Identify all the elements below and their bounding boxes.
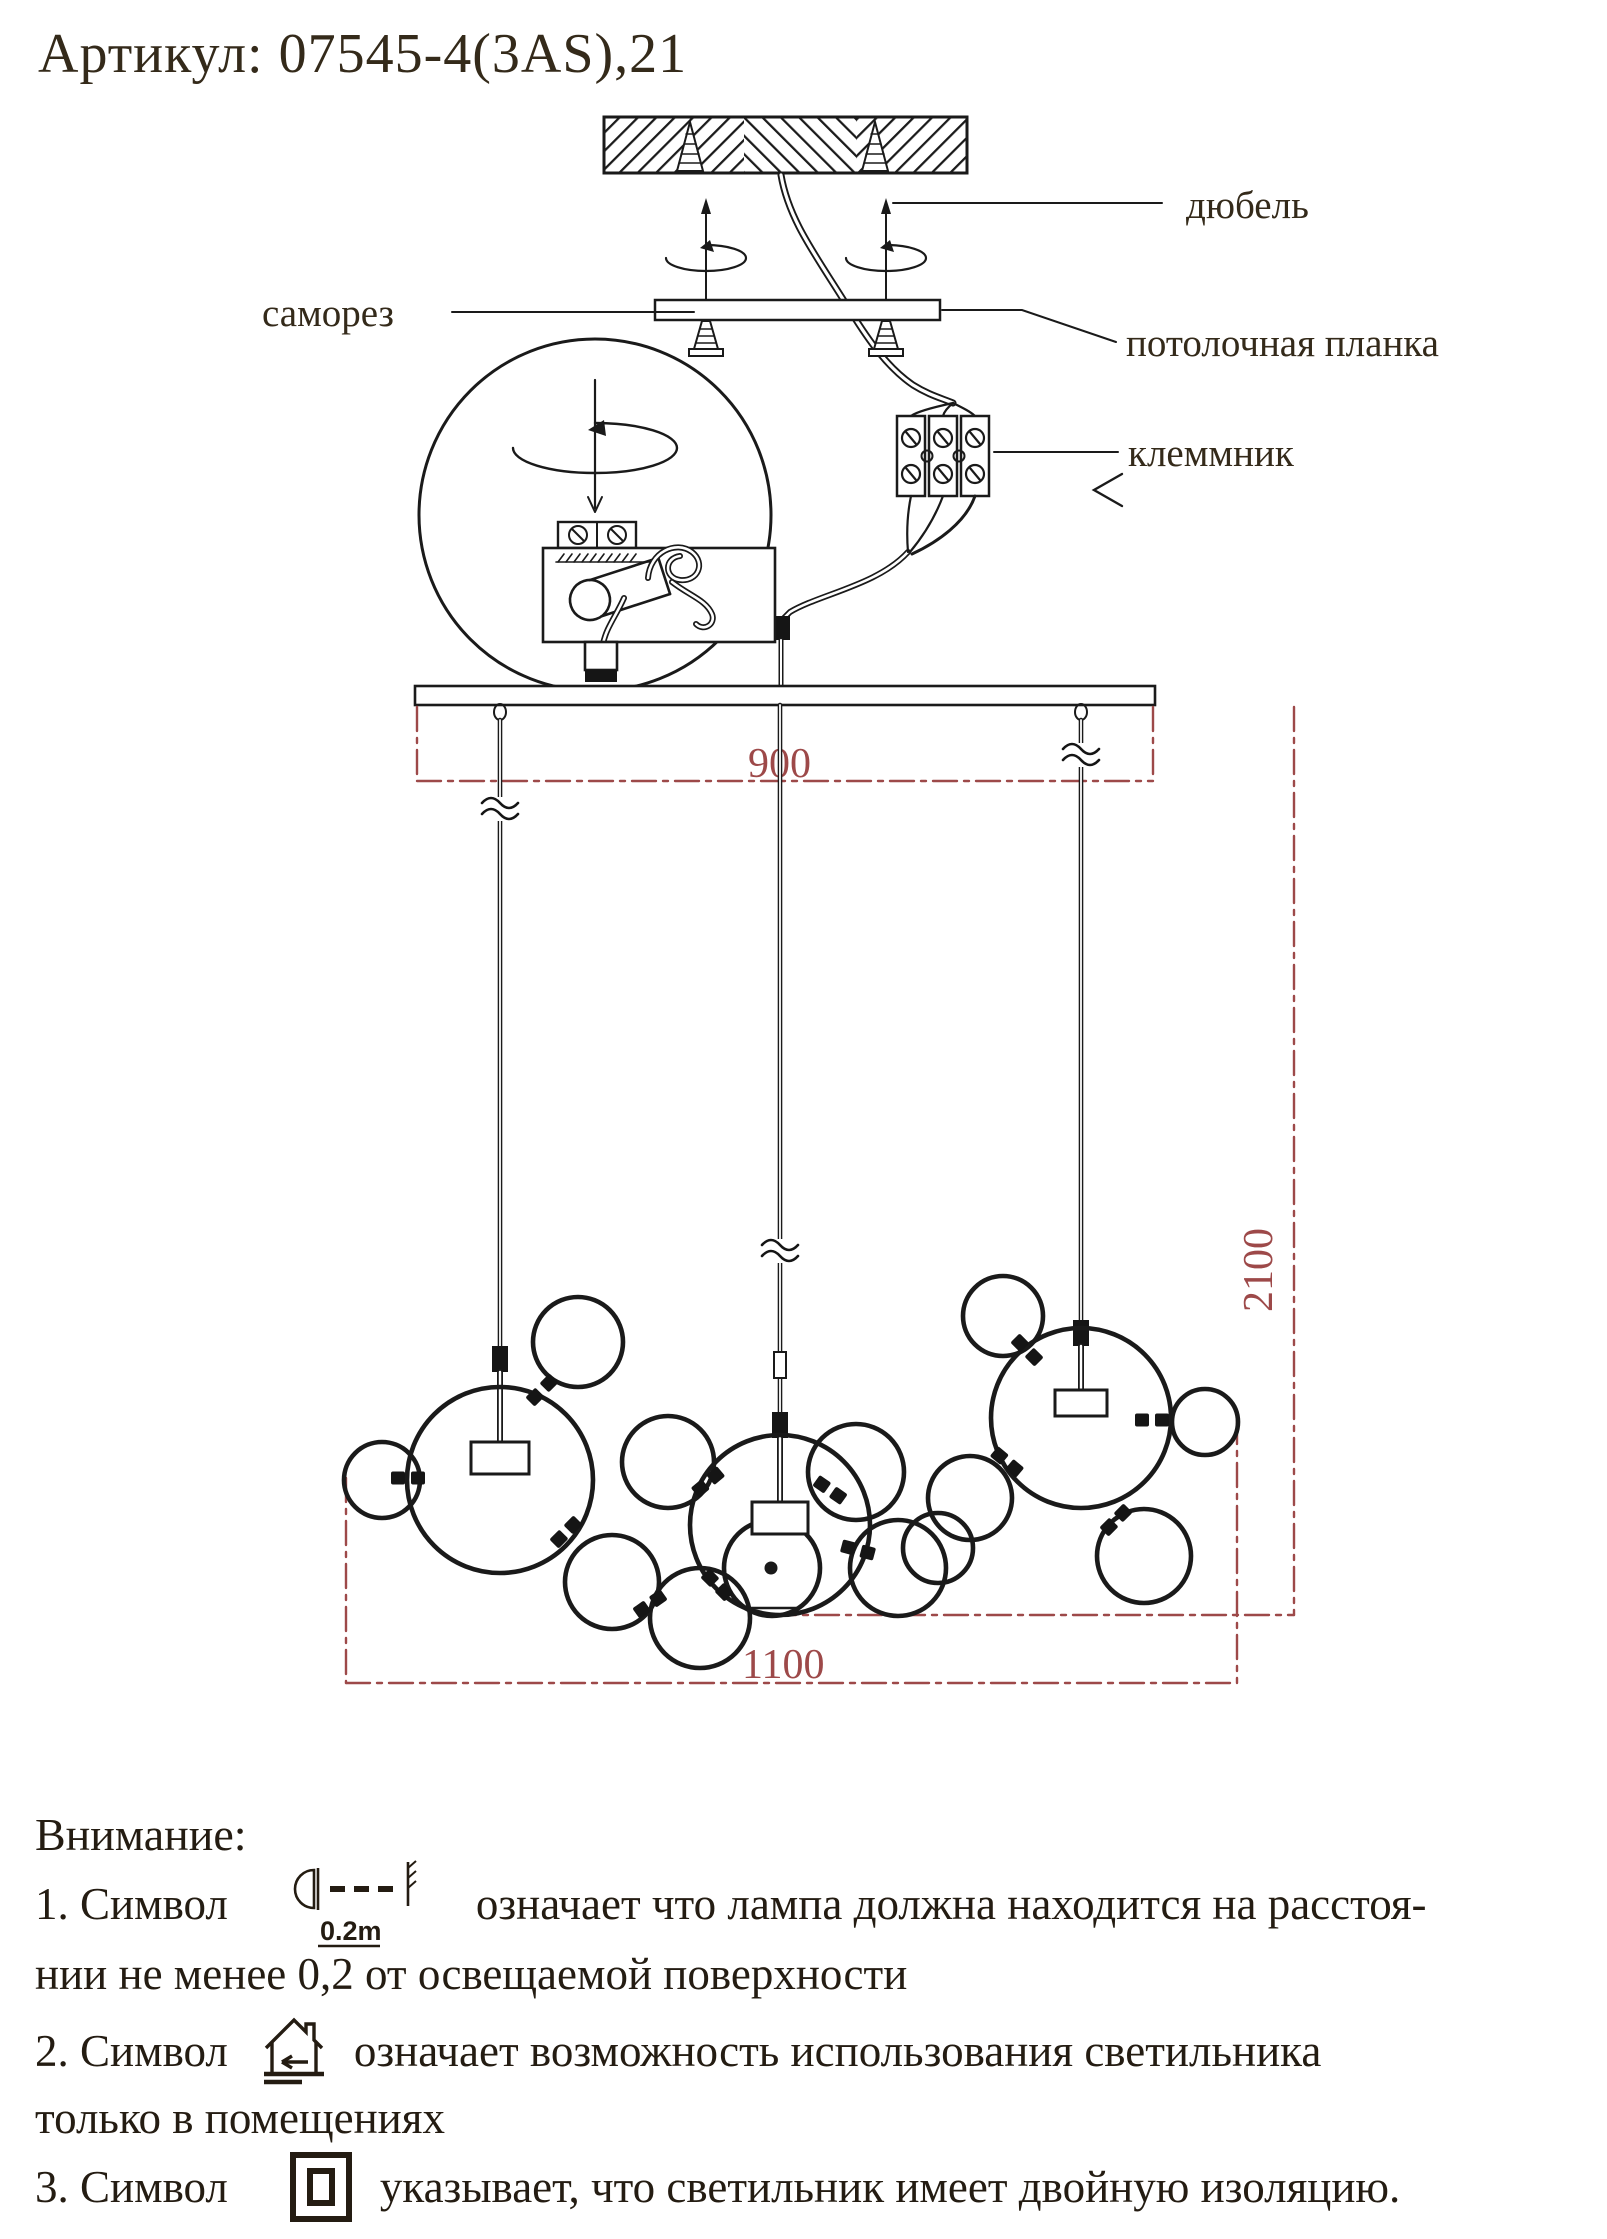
label-dowel: дюбель bbox=[1186, 184, 1309, 227]
article-title: Артикул: 07545-4(3AS),21 bbox=[38, 23, 688, 85]
dimension-drop-height: 2100 bbox=[1236, 1228, 1282, 1312]
note-3: 3. Символ указывает, что светильник имее… bbox=[35, 2150, 1400, 2224]
label-screw: саморез bbox=[262, 292, 394, 335]
label-terminal: клеммник bbox=[1128, 432, 1294, 475]
notes-heading: Внимание: bbox=[35, 1809, 247, 1860]
note-2-line2: только в помещениях bbox=[35, 2093, 445, 2143]
note-1-line2: нии не менее 0,2 от освещаемой поверхнос… bbox=[35, 1949, 908, 1999]
canopy-bar bbox=[413, 684, 1157, 707]
indoor-use-icon bbox=[263, 2017, 324, 2085]
note-1: 1. Символ 0.2m означает что лампа должна… bbox=[35, 1858, 1427, 1950]
dimension-lines bbox=[344, 705, 1296, 1685]
note-1-suffix: означает что лампа должна находится на р… bbox=[475, 1879, 1427, 1929]
note-2-prefix: 2. Символ bbox=[35, 2026, 228, 2076]
terminal-block bbox=[895, 401, 1124, 556]
leader-lines bbox=[451, 202, 1163, 453]
ceiling-plate bbox=[653, 298, 942, 322]
mains-cable bbox=[772, 171, 957, 691]
suspension-cables bbox=[476, 702, 1105, 1505]
note-1-prefix: 1. Символ bbox=[35, 1879, 228, 1929]
ceiling-section bbox=[602, 115, 969, 175]
note-3-prefix: 3. Символ bbox=[35, 2162, 228, 2212]
note-2: 2. Символ означает возможность использов… bbox=[35, 2012, 1321, 2090]
bubble-chandelier bbox=[341, 1273, 1241, 1671]
note-3-suffix: указывает, что светильник имеет двойную … bbox=[379, 2162, 1401, 2212]
wire-pointer-arrow bbox=[1091, 472, 1124, 508]
svg-text:0.2m: 0.2m bbox=[320, 1916, 382, 1946]
min-distance-icon: 0.2m bbox=[293, 1860, 417, 1948]
detail-callout bbox=[417, 337, 777, 693]
note-2-suffix: означает возможность использования свети… bbox=[353, 2026, 1322, 2076]
dimension-fixture-width: 1100 bbox=[742, 1642, 824, 1688]
label-ceiling-plate: потолочная планка bbox=[1126, 322, 1439, 365]
double-insulation-icon bbox=[289, 2152, 352, 2222]
